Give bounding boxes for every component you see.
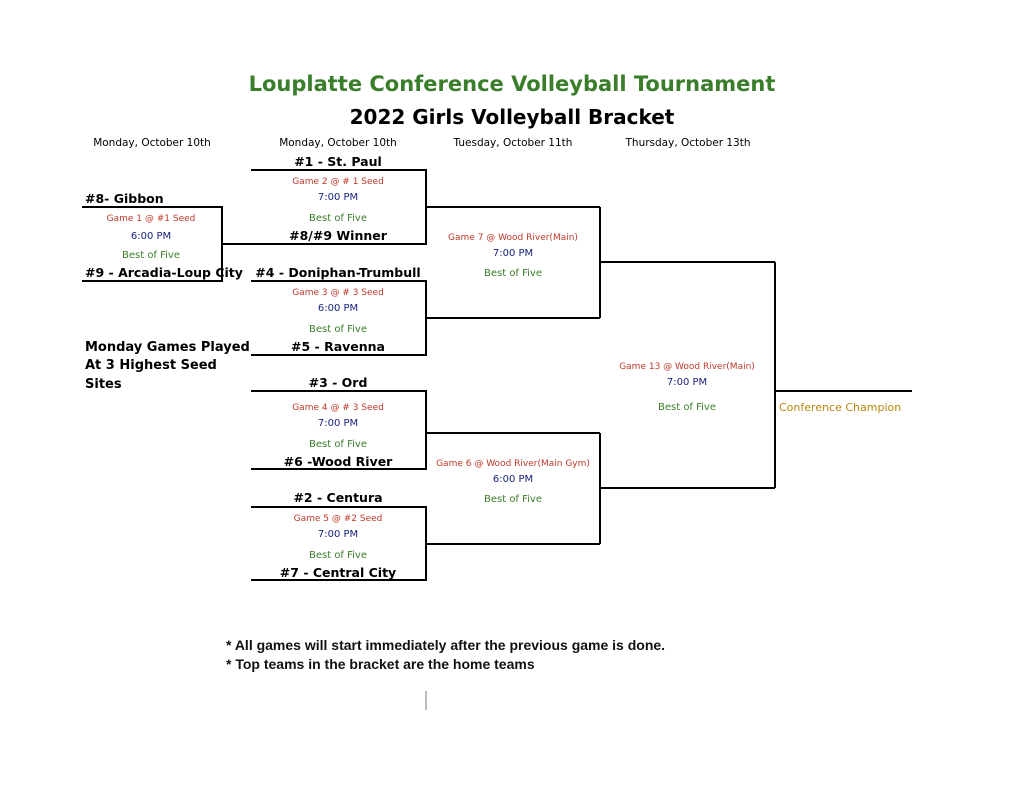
- game4-label: Game 4 @ # 3 Seed: [292, 403, 384, 413]
- game13-format: Best of Five: [657, 402, 717, 413]
- game4-format: Best of Five: [308, 439, 368, 450]
- game3-time: 6:00 PM: [317, 303, 359, 314]
- team-centura: #2 - Centura: [293, 490, 383, 505]
- game7-time: 7:00 PM: [492, 248, 534, 259]
- team-wood-river: #6 -Wood River: [283, 454, 393, 469]
- game3-label: Game 3 @ # 3 Seed: [292, 288, 384, 298]
- game5-format: Best of Five: [308, 550, 368, 561]
- page-subtitle: 2022 Girls Volleyball Bracket: [349, 105, 675, 129]
- footnote-start-time: * All games will start immediately after…: [226, 637, 666, 653]
- team-ravenna: #5 - Ravenna: [291, 339, 385, 354]
- bracket-line-game5: [251, 506, 600, 581]
- team-arcadia-loup-city: #9 - Arcadia-Loup City: [85, 265, 243, 280]
- game2-format: Best of Five: [308, 213, 368, 224]
- game4-time: 7:00 PM: [317, 418, 359, 429]
- game3-format: Best of Five: [308, 324, 368, 335]
- game6-label: Game 6 @ Wood River(Main Gym): [436, 459, 590, 469]
- team-doniphan-trumbull: #4 - Doniphan-Trumbull: [255, 265, 421, 280]
- bracket-line-game3: [251, 280, 600, 356]
- footnote-home-teams: * Top teams in the bracket are the home …: [226, 656, 535, 672]
- team-8-9-winner: #8/#9 Winner: [289, 228, 387, 243]
- bracket-line-game13: [774, 262, 912, 488]
- game5-time: 7:00 PM: [317, 529, 359, 540]
- day-header-final: Thursday, October 13th: [625, 137, 751, 149]
- day-header-round2: Monday, October 10th: [279, 137, 397, 149]
- team-ord: #3 - Ord: [308, 375, 368, 390]
- team-central-city: #7 - Central City: [279, 565, 397, 580]
- bracket-line-game2: [251, 169, 600, 245]
- game7-format: Best of Five: [483, 268, 543, 279]
- game6-time: 6:00 PM: [492, 474, 534, 485]
- game7-label: Game 7 @ Wood River(Main): [448, 233, 578, 243]
- game13-label: Game 13 @ Wood River(Main): [619, 362, 755, 372]
- conference-champion-label: Conference Champion: [779, 401, 902, 414]
- game1-time: 6:00 PM: [130, 231, 172, 242]
- game2-label: Game 2 @ # 1 Seed: [292, 177, 384, 187]
- game13-time: 7:00 PM: [666, 377, 708, 388]
- day-header-semis: Tuesday, October 11th: [453, 137, 573, 149]
- game2-time: 7:00 PM: [317, 192, 359, 203]
- game1-label: Game 1 @ #1 Seed: [106, 214, 196, 224]
- game6-format: Best of Five: [483, 494, 543, 505]
- game1-format: Best of Five: [121, 250, 181, 261]
- bracket-line-game6: [599, 433, 775, 544]
- monday-note-line3: Sites: [85, 377, 122, 392]
- team-gibbon: #8- Gibbon: [85, 191, 164, 206]
- game5-label: Game 5 @ #2 Seed: [293, 514, 383, 524]
- bracket-line-game7: [599, 207, 775, 318]
- bracket-line-game4: [251, 390, 600, 470]
- bracket-line-game1: [82, 206, 251, 282]
- day-header-round1: Monday, October 10th: [93, 137, 211, 149]
- monday-note-line2: At 3 Highest Seed: [85, 358, 217, 373]
- team-st-paul: #1 - St. Paul: [294, 154, 382, 169]
- monday-note-line1: Monday Games Played: [85, 340, 250, 355]
- page-title: Louplatte Conference Volleyball Tourname…: [248, 72, 776, 96]
